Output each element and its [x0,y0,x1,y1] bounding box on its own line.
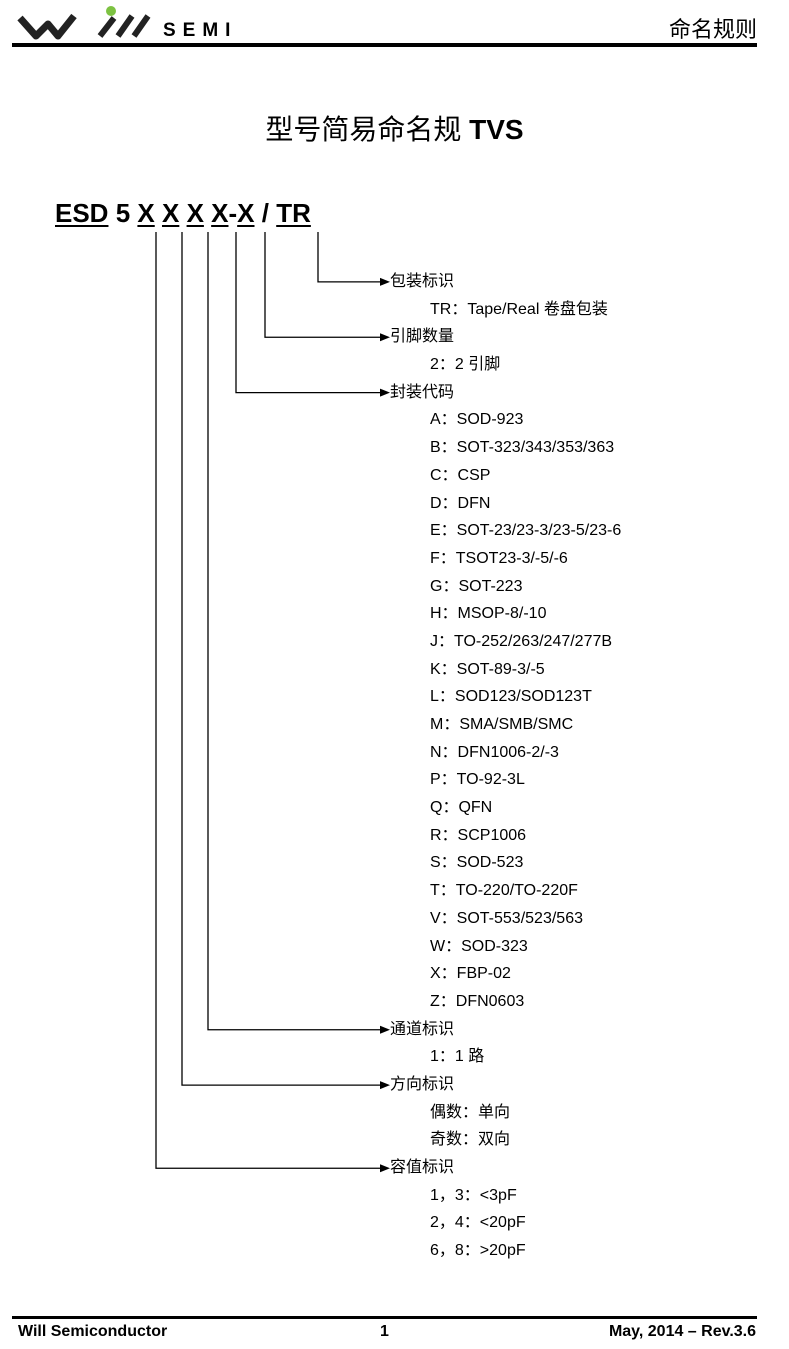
legend-item: A：SOD-923 [430,411,524,429]
legend-item: W：SOD-323 [430,937,528,955]
leader-line [235,232,382,394]
code-series: 5 [115,198,131,228]
legend-item: V：SOT-553/523/563 [430,909,583,927]
section-heading: 通道标识 [390,1020,455,1038]
arrowhead-icon [380,1081,390,1090]
arrowhead-icon [380,1164,390,1173]
legend-item: R：SCP1006 [430,826,527,844]
legend-item: TR：Tape/Real 卷盘包装 [430,300,608,318]
legend-list: 包装标识 TR：Tape/Real 卷盘包装引脚数量 2：2 引脚封装代码 A：SOD… [0,268,789,1265]
legend-item: E：SOT-23/23-3/23-5/23-6 [430,522,622,540]
legend-item: 2：2 引脚 [430,356,501,374]
legend-item: M：SMA/SMB/SMC [430,716,574,733]
legend-item: 1，3：<3pF [430,1186,517,1204]
legend-item: C：CSP [430,466,491,484]
legend-item: 2，4：<20pF [430,1214,526,1232]
section-heading: 容值标识 [390,1159,455,1176]
leader-line [207,232,382,1031]
legend-item: J：TO-252/263/247/277B [430,632,613,650]
legend-item: N：DFN1006-2/-3 [430,743,559,761]
leader-line [264,232,382,338]
leader-line [317,232,382,283]
section-heading: 引脚数量 [390,328,455,346]
arrowhead-icon [380,277,390,286]
code-prefix: ESD [55,198,109,228]
footer-company: Will Semiconductor [18,1323,168,1340]
legend-item: S：SOD-523 [430,854,524,872]
arrowhead-icon [380,333,390,342]
part-number-code: ESD 5 X X X X-X / TR [55,198,311,229]
footer-date-revision: May, 2014 – Rev.3.6 [608,1323,756,1340]
code-package: X [211,198,229,228]
code-capacitance: X [137,198,155,228]
code-direction: X [161,198,180,228]
header-title: 命名规则 [668,17,757,42]
code-pins: X [237,198,255,228]
footer-divider [12,1316,757,1319]
legend-item: 1：1 路 [430,1048,485,1066]
code-channel: X [186,198,204,228]
code-dash: - [228,198,238,228]
section-heading: 包装标识 [390,273,455,290]
code-packing: TR [276,198,311,228]
legend-item: H：MSOP-8/-10 [430,605,547,623]
arrowhead-icon [380,388,390,397]
legend-item: Q：QFN [430,799,493,817]
legend-item: G：SOT-223 [430,577,523,595]
leader-line [155,232,382,1169]
leader-line [181,232,382,1086]
section-heading: 封装代码 [390,383,455,401]
section-heading: 方向标识 [390,1075,455,1093]
legend-item: 偶数：单向 [430,1103,511,1121]
legend-item: K：SOT-89-3/-5 [430,660,545,678]
legend-item: 奇数：双向 [430,1131,511,1149]
page-title: 型号简易命名规 TVS [0,108,789,148]
title-cn: 型号简易命名规 [265,114,470,145]
legend-item: P：TO-92-3L [430,771,525,789]
legend-item: Z：DFN0603 [430,992,525,1010]
footer-page-number: 1 [380,1323,389,1340]
legend-item: L：SOD123/SOD123T [430,688,592,706]
legend-item: X：FBP-02 [430,965,511,983]
title-en: TVS [469,114,524,145]
legend-item: 6，8：>20pF [430,1242,526,1260]
legend-item: T：TO-220/TO-220F [430,882,578,900]
arrowhead-icon [380,1025,390,1034]
will-semi-logo [17,6,151,40]
code-slash: / [261,198,269,228]
logo-text: SEMI [163,20,238,41]
legend-item: B：SOT-323/343/353/363 [430,439,615,457]
legend-item: F：TSOT23-3/-5/-6 [430,549,568,567]
legend-item: D：DFN [430,494,491,512]
header-divider [12,43,757,47]
